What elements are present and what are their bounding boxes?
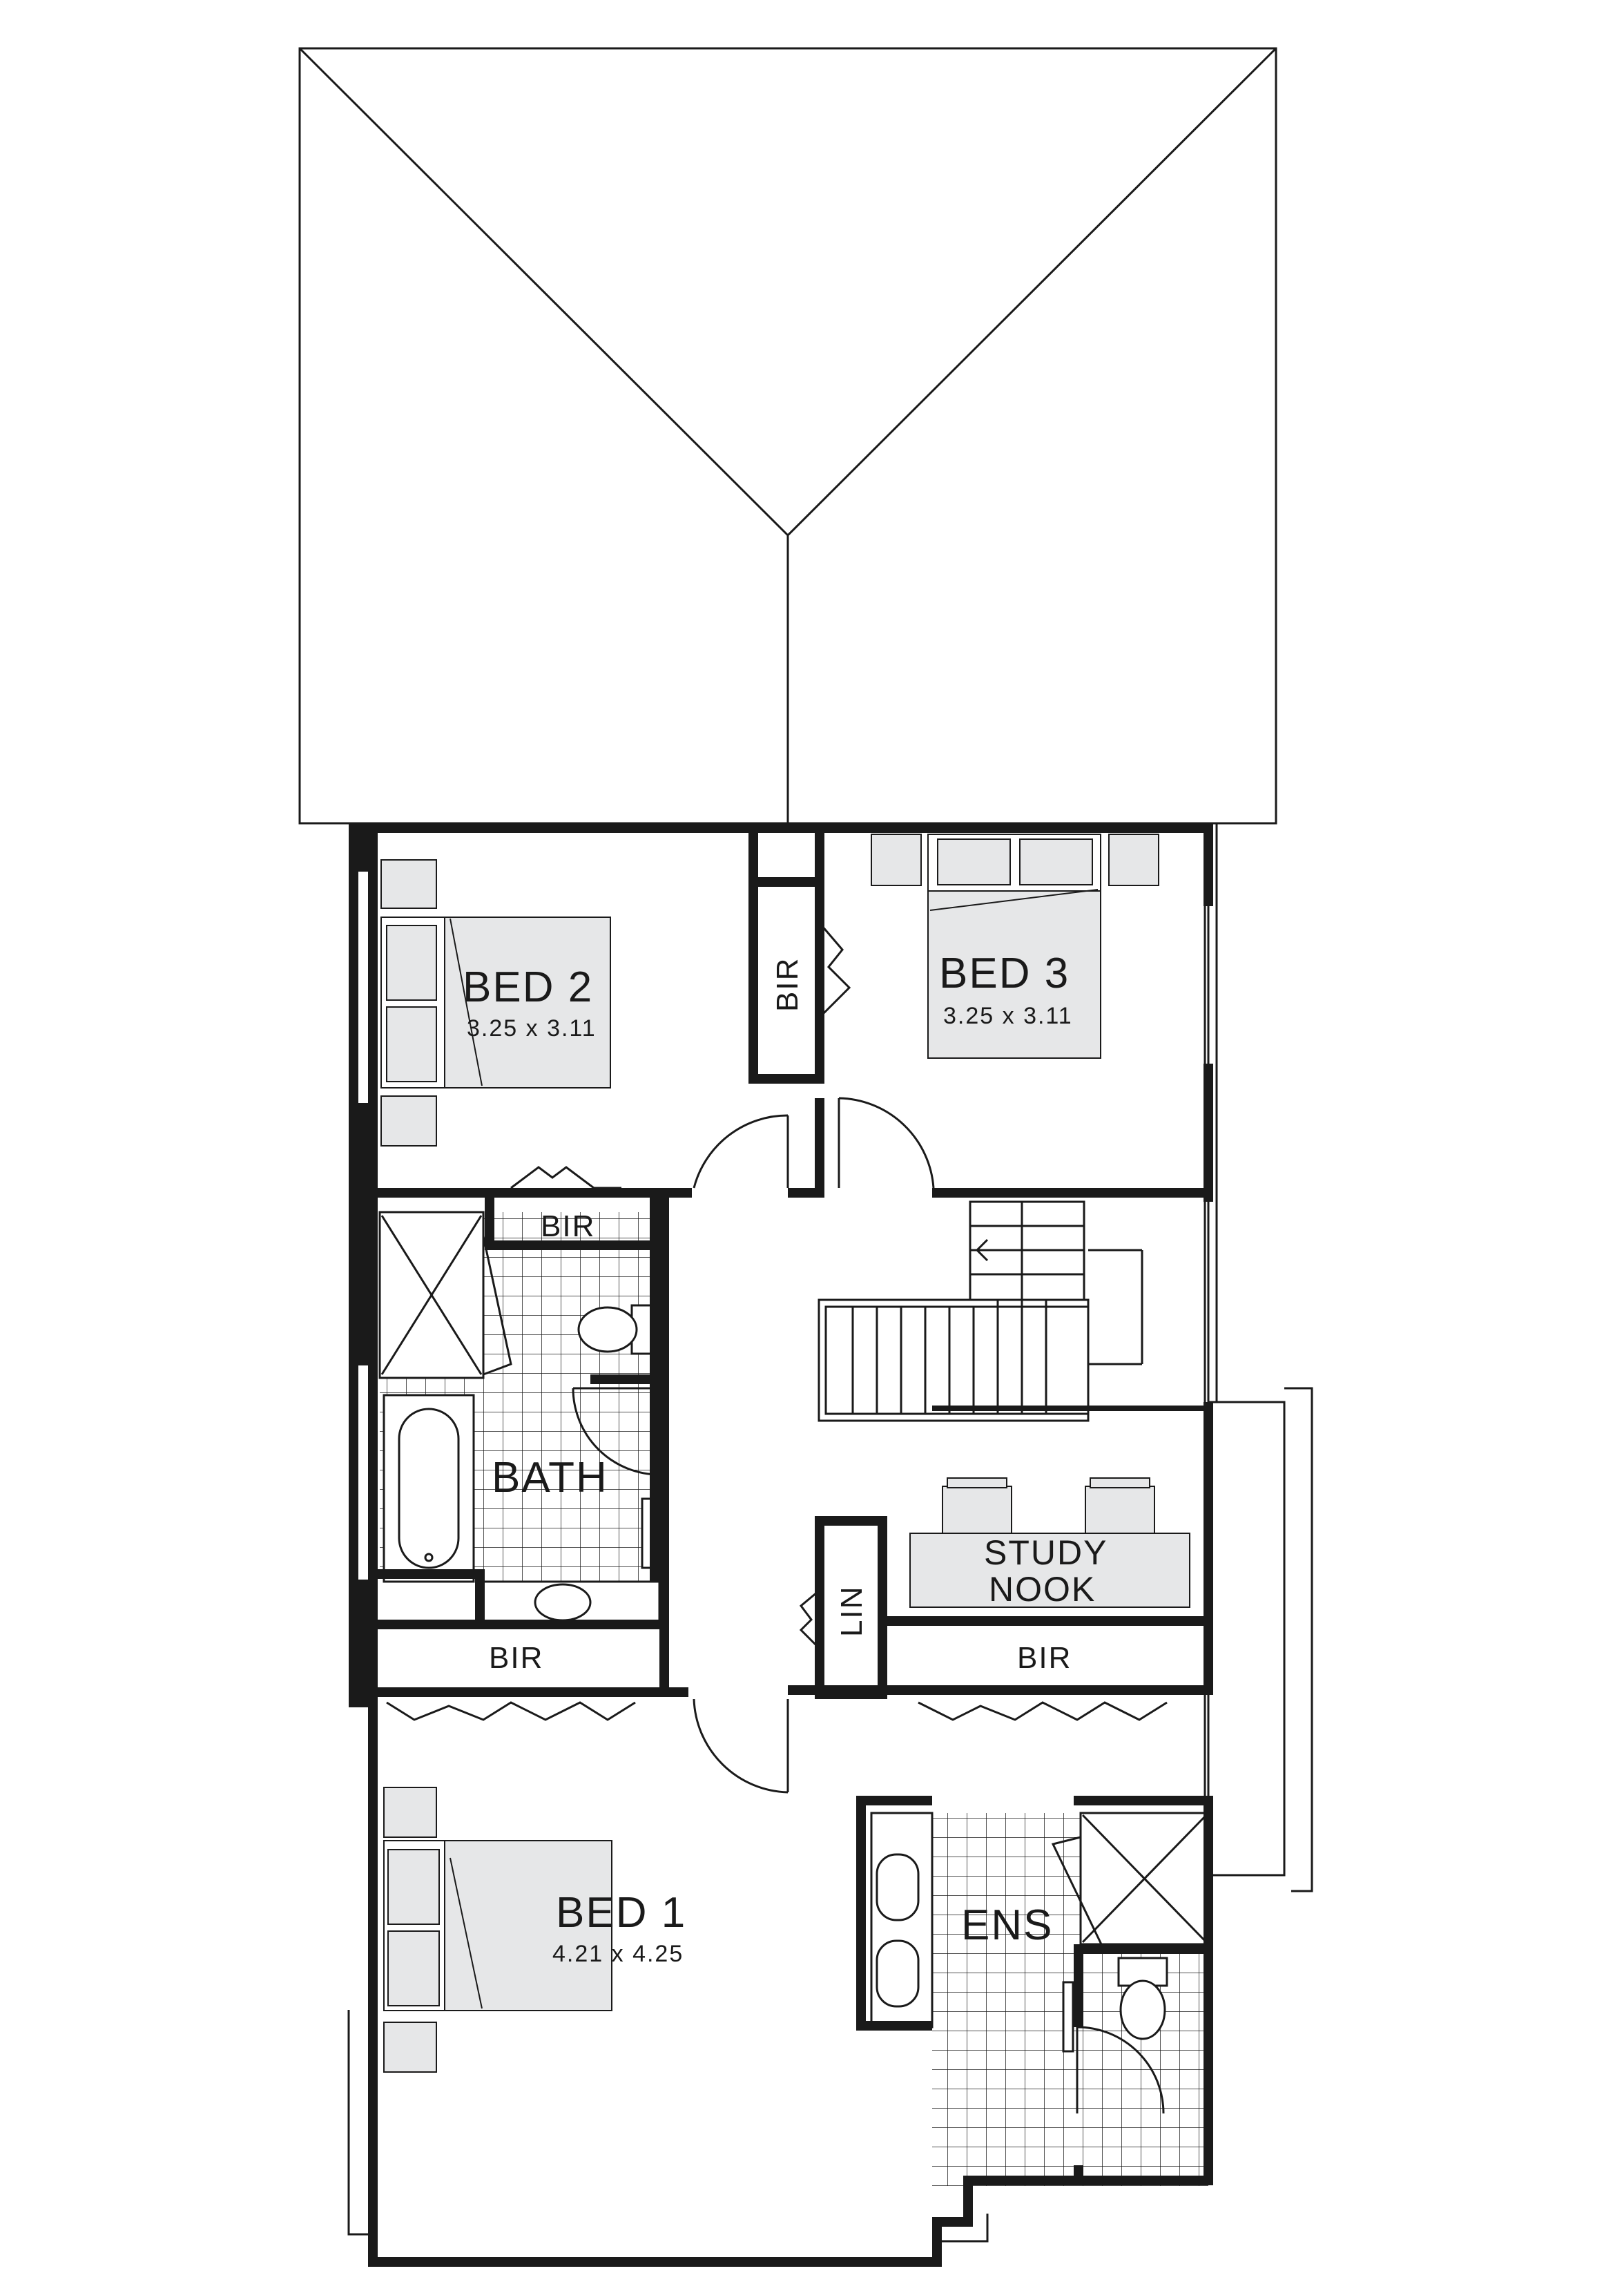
bed2-dims: 3.25 x 3.11: [467, 1015, 597, 1042]
bed1-side-table-top: [383, 1787, 437, 1838]
bed3-side-table-left: [871, 834, 922, 886]
walls: [349, 823, 1213, 2267]
bed1-dims: 4.21 x 4.25: [552, 1941, 684, 1967]
bed2-window: [349, 872, 358, 1103]
bed2-side-table-top: [380, 859, 437, 909]
ens-toilet-bowl: [1119, 1979, 1166, 2040]
bed1-headboard: [383, 1840, 445, 2011]
bed1-pillow-1: [387, 1849, 440, 1925]
ens-basin-1: [876, 1853, 920, 1921]
linen-label: LIN: [835, 1586, 869, 1637]
bed3-headboard: [927, 834, 1101, 892]
bed1-side-table-bottom: [383, 2022, 437, 2073]
bed3-name: BED 3: [939, 950, 1070, 997]
bed-sheet-lines: [450, 889, 1099, 2009]
study-chair-left-back: [947, 1477, 1007, 1488]
staircase: [818, 1200, 1143, 1422]
bed3-dims: 3.25 x 3.11: [943, 1003, 1073, 1029]
bir-bed1-right-label: BIR: [1017, 1641, 1072, 1675]
bath-toilet-bowl: [577, 1306, 638, 1353]
bir-bed3-label: BIR: [771, 957, 804, 1012]
bath-fixtures: [378, 1211, 661, 1624]
study-chair-left: [942, 1486, 1012, 1534]
furniture: [380, 834, 1190, 2073]
bir-bed2-label: BIR: [541, 1209, 595, 1243]
bathtub-inner: [398, 1408, 460, 1569]
room-labels: BED 2 3.25 x 3.11 BED 3 3.25 x 3.11 BED …: [463, 950, 1108, 1967]
windows: [428, 906, 1210, 2263]
ens-towel-rail: [1062, 1981, 1074, 2053]
bed2-pillow-1: [386, 925, 437, 1001]
bir-bed1-left-label: BIR: [489, 1641, 543, 1675]
study-line-2: NOOK: [989, 1570, 1096, 1609]
bed2-side-table-bottom: [380, 1095, 437, 1147]
bed1-name: BED 1: [556, 1889, 686, 1937]
bed3-side-table-right: [1108, 834, 1159, 886]
bed2-pillow-2: [386, 1006, 437, 1082]
ens-fixtures: [870, 1812, 1210, 2053]
bed1-bed: [444, 1840, 612, 2011]
tile-floors: [380, 1212, 1208, 2186]
bed2-bed: [444, 917, 611, 1088]
roof: [298, 47, 1277, 825]
ens-name: ENS: [961, 1901, 1053, 1949]
ens-basin-2: [876, 1939, 920, 2008]
bed2-name: BED 2: [463, 963, 593, 1011]
bath-basin: [534, 1583, 592, 1622]
bath-name: BATH: [492, 1454, 608, 1502]
study-chair-right-back: [1090, 1477, 1150, 1488]
bed3-pillow-2: [1019, 838, 1093, 885]
study-chair-right: [1085, 1486, 1155, 1534]
study-desk: [909, 1533, 1190, 1608]
doors: [386, 925, 1168, 2114]
study-line-1: STUDY: [984, 1533, 1108, 1572]
bed1-pillow-2: [387, 1930, 440, 2006]
bed2-headboard: [380, 917, 445, 1088]
bed3-pillow-1: [937, 838, 1011, 885]
